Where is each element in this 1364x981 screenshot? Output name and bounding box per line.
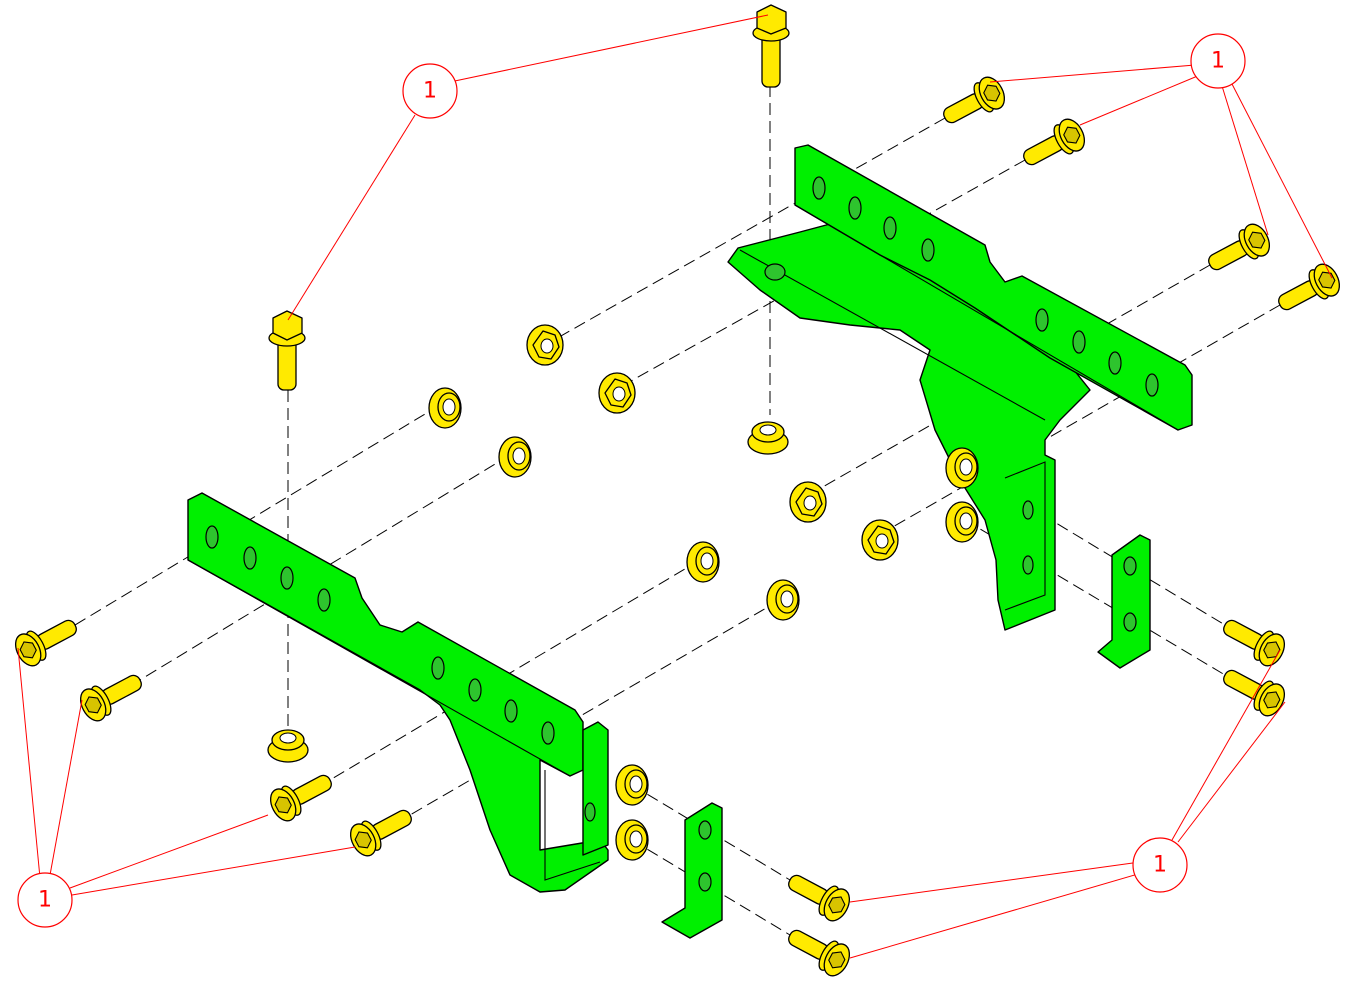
- balloon-label: 1: [423, 79, 437, 104]
- nut-4: [861, 519, 899, 561]
- bolt-rear-2: [1016, 114, 1091, 176]
- bolt-left-vertical: [268, 310, 306, 391]
- assembly-axes: [74, 85, 1281, 936]
- balloon-leaders: [17, 14, 1333, 959]
- bushing-5: [945, 447, 979, 489]
- bolt-front-plate-2: [781, 919, 856, 981]
- bolt-front-plate-1: [781, 864, 856, 926]
- bushing-2: [498, 436, 532, 478]
- bushing-7: [615, 764, 649, 806]
- nut-2: [598, 372, 636, 414]
- front-bracket: [187, 492, 609, 893]
- balloon-label: 1: [1153, 853, 1167, 878]
- bushing-6: [945, 501, 979, 543]
- nut-1: [526, 324, 564, 366]
- balloon-top-left: 1: [402, 63, 458, 119]
- bolt-rear-3: [1201, 219, 1276, 281]
- bushing-3: [686, 541, 720, 583]
- bolt-rear-4: [1271, 259, 1346, 321]
- front-small-plate: [661, 802, 723, 939]
- bolt-front-2: [74, 664, 149, 726]
- bolt-rear-1: [936, 72, 1011, 134]
- bolt-rear-plate-1: [1216, 609, 1291, 671]
- balloon-bottom-right: 1: [1132, 837, 1188, 893]
- balloon-top-right: 1: [1190, 33, 1246, 89]
- washer-top: [747, 421, 789, 455]
- nut-3: [789, 481, 827, 523]
- balloon-label: 1: [1211, 49, 1225, 74]
- bolt-top-vertical: [752, 4, 790, 88]
- balloon-label: 1: [38, 888, 52, 913]
- bolt-front-1: [9, 609, 84, 671]
- bushing-4: [766, 579, 800, 621]
- bushing-8: [615, 819, 649, 861]
- balloon-bottom-left: 1: [17, 872, 73, 928]
- rear-bracket: [727, 144, 1193, 631]
- bolt-front-4: [344, 799, 419, 861]
- bushing-1: [428, 387, 462, 429]
- bolt-front-3: [264, 764, 339, 826]
- washer-left: [267, 729, 309, 763]
- rear-small-plate: [1097, 534, 1151, 669]
